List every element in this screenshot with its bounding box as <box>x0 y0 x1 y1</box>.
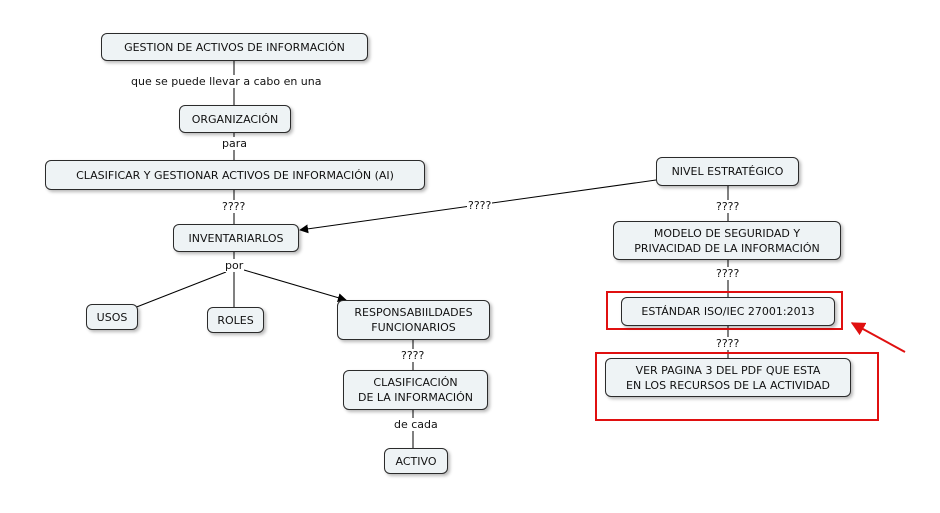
link-label-nivel-inventariarlos: ???? <box>467 199 493 212</box>
node-clasificacion-informacion[interactable]: CLASIFICACIÓN DE LA INFORMACIÓN <box>343 370 488 410</box>
link-label-clasificar-inventariarlos: ???? <box>221 200 247 213</box>
link-label-responsabilidades-clasificacion: ???? <box>400 349 426 362</box>
node-usos[interactable]: USOS <box>86 304 138 330</box>
node-estandar-iso[interactable]: ESTÁNDAR ISO/IEC 27001:2013 <box>621 297 835 326</box>
node-modelo-seguridad[interactable]: MODELO DE SEGURIDAD Y PRIVACIDAD DE LA I… <box>613 221 841 260</box>
link-label-nivel-modelo: ???? <box>715 200 741 213</box>
link-label-clasificacion-activo: de cada <box>393 418 439 431</box>
link-label-modelo-estandar: ???? <box>715 267 741 280</box>
node-activo[interactable]: ACTIVO <box>384 448 448 474</box>
node-responsabilidades[interactable]: RESPONSABIILDADES FUNCIONARIOS <box>337 300 490 340</box>
node-organizacion[interactable]: ORGANIZACIÓN <box>179 105 291 133</box>
highlight-box-ver-pagina <box>595 352 879 421</box>
link-label-inventariarlos-por: por <box>224 259 245 272</box>
node-clasificar-gestionar[interactable]: CLASIFICAR Y GESTIONAR ACTIVOS DE INFORM… <box>45 160 425 190</box>
node-roles[interactable]: ROLES <box>207 307 264 333</box>
node-ver-pagina[interactable]: VER PAGINA 3 DEL PDF QUE ESTA EN LOS REC… <box>605 358 851 397</box>
link-label-gestion-organizacion: que se puede llevar a cabo en una <box>130 75 323 88</box>
node-gestion-activos[interactable]: GESTION DE ACTIVOS DE INFORMACIÓN <box>101 33 368 61</box>
link-label-estandar-ver: ???? <box>715 337 741 350</box>
node-nivel-estrategico[interactable]: NIVEL ESTRATÉGICO <box>656 157 799 186</box>
node-inventariarlos[interactable]: INVENTARIARLOS <box>173 224 299 252</box>
link-por-responsabilidades <box>243 269 347 303</box>
link-por-usos <box>133 271 227 309</box>
highlight-arrow <box>850 322 906 353</box>
highlight-box-estandar <box>606 291 843 330</box>
link-label-organizacion-clasificar: para <box>221 137 248 150</box>
